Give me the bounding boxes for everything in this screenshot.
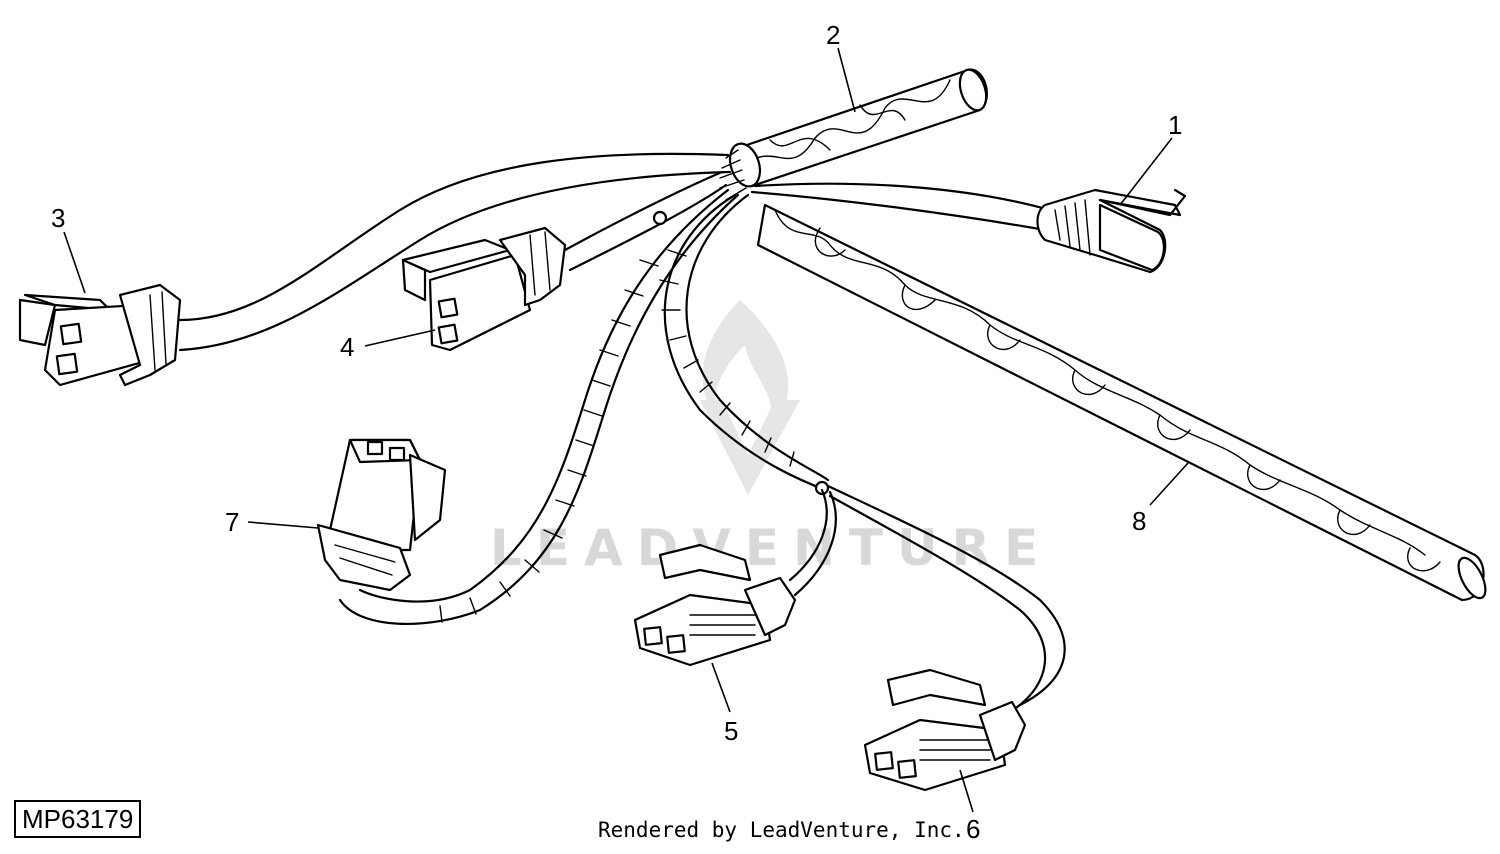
leader-5 (711, 662, 731, 713)
leader-7 (247, 521, 319, 529)
connector-6[interactable] (863, 668, 1027, 792)
callout-7: 7 (225, 507, 239, 537)
watermark-text: LEADVENTURE (490, 519, 1052, 577)
wire-to-connectors-5-6 (659, 193, 1066, 717)
harness-trunk-lower (756, 203, 1487, 602)
callout-3: 3 (51, 203, 65, 233)
connector-1[interactable] (1036, 188, 1187, 274)
callout-5: 5 (724, 716, 738, 746)
callout-1: 1 (1168, 110, 1182, 140)
harness-trunk-upper (736, 68, 988, 188)
connector-7[interactable] (316, 438, 447, 592)
callout-4: 4 (340, 332, 354, 362)
wire-to-connector-3 (178, 152, 732, 352)
callout-labels: 1 2 3 4 5 6 7 8 (51, 20, 1182, 844)
callout-leaders (63, 47, 1189, 813)
leader-3 (63, 231, 86, 294)
connector-4[interactable] (401, 226, 567, 352)
wire-to-connector-7 (338, 188, 740, 626)
wire-to-connector-1 (750, 182, 1052, 232)
callout-8: 8 (1132, 506, 1146, 536)
connector-5[interactable] (633, 543, 797, 667)
leader-2 (837, 47, 856, 113)
watermark-v-icon (700, 400, 800, 495)
leader-6 (959, 769, 974, 813)
watermark: LEADVENTURE (490, 300, 1052, 577)
figure-id-label: MP63179 (14, 800, 142, 838)
callout-2: 2 (826, 20, 840, 50)
leader-8 (1149, 462, 1189, 506)
callout-6: 6 (966, 814, 980, 844)
credit-text: Rendered by LeadVenture, Inc. (598, 818, 965, 842)
wire-junction (719, 142, 762, 201)
watermark-flame-icon (702, 300, 789, 430)
leader-4 (364, 329, 436, 347)
connector-3[interactable] (18, 283, 182, 387)
wire-to-connector-4 (563, 170, 728, 272)
leader-1 (1119, 137, 1173, 206)
